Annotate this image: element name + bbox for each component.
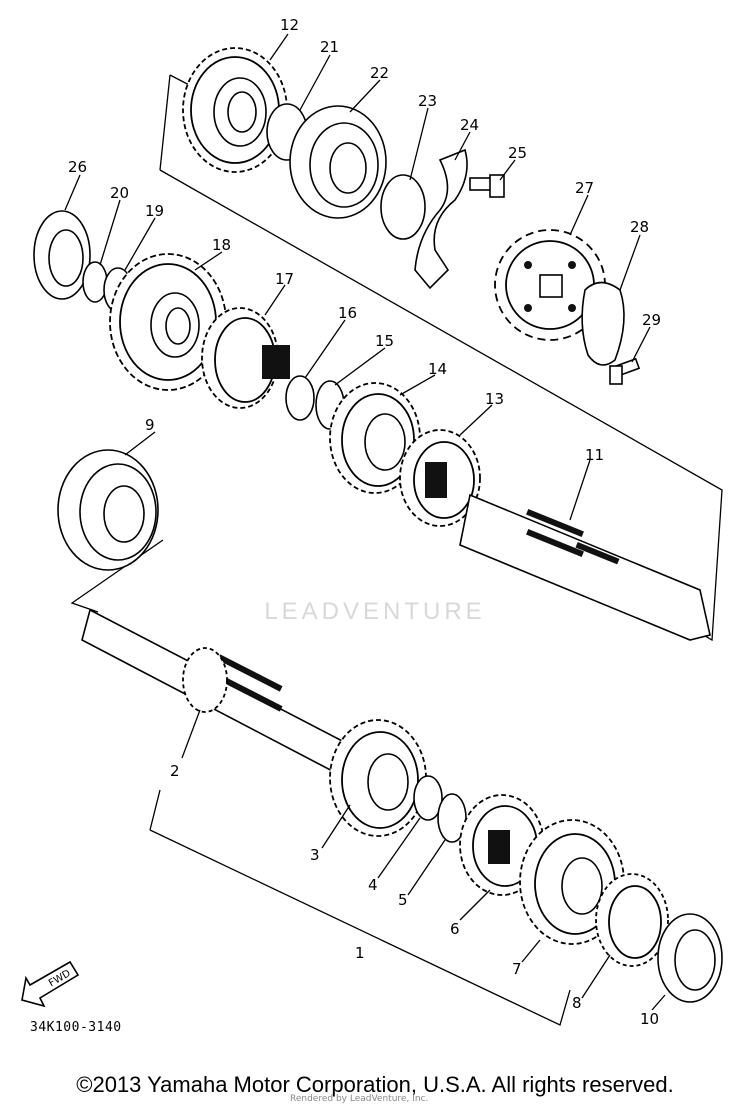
part-4-washer	[413, 775, 443, 821]
part-23-oil-seal	[380, 174, 426, 240]
part-20-washer	[82, 261, 108, 303]
callout-8: 8	[572, 994, 582, 1012]
part-11-main-axle	[459, 493, 711, 641]
watermark-small: Rendered by LeadVenture, Inc.	[290, 1094, 429, 1104]
callout-12: 12	[280, 16, 299, 34]
callout-2: 2	[170, 762, 180, 780]
watermark: LEADVENTURE	[264, 598, 486, 625]
part-24-lock-plate	[414, 148, 468, 290]
callout-26: 26	[68, 158, 87, 176]
callout-18: 18	[212, 236, 231, 254]
part-17-gear	[201, 307, 290, 409]
part-29-bolt	[609, 357, 641, 385]
part-2-drive-axle	[81, 608, 351, 777]
fwd-arrow-icon: FWD	[21, 960, 80, 1008]
part-10-bearing	[657, 913, 723, 1003]
callout-25: 25	[508, 144, 527, 162]
callout-23: 23	[418, 92, 437, 110]
copyright: ©2013 Yamaha Motor Corporation, U.S.A. A…	[76, 1072, 674, 1097]
part-code: 34K100-3140	[30, 1020, 122, 1035]
callout-1: 1	[355, 944, 365, 962]
callout-3: 3	[310, 846, 320, 864]
part-13-gear	[399, 429, 481, 527]
part-8-gear	[595, 873, 669, 967]
callout-7: 7	[512, 960, 522, 978]
part-25-bolt	[469, 174, 505, 198]
callout-10: 10	[640, 1010, 659, 1028]
part-16-washer	[285, 375, 315, 421]
part-27-drive-sprocket	[494, 229, 606, 341]
callout-22: 22	[370, 64, 389, 82]
callout-4: 4	[368, 876, 378, 894]
part-12-gear	[182, 47, 288, 173]
callout-11: 11	[585, 446, 604, 464]
callout-20: 20	[110, 184, 129, 202]
leader-lines	[64, 33, 666, 1011]
part-9-bearing	[57, 449, 159, 571]
callout-21: 21	[320, 38, 339, 56]
callout-27: 27	[575, 179, 594, 197]
part-3-gear	[329, 719, 427, 837]
callout-labels: 1 2 3 4 5 6 7 8 9 10 11 12 13 14 15 16 1…	[68, 16, 661, 1028]
callout-9: 9	[145, 416, 155, 434]
callout-19: 19	[145, 202, 164, 220]
part-28-lock-washer	[581, 281, 625, 366]
callout-16: 16	[338, 304, 357, 322]
callout-14: 14	[428, 360, 447, 378]
part-22-bearing	[289, 105, 387, 219]
callout-15: 15	[375, 332, 394, 350]
part-14-gear	[329, 382, 421, 494]
callout-17: 17	[275, 270, 294, 288]
callout-6: 6	[450, 920, 460, 938]
callout-24: 24	[460, 116, 479, 134]
callout-29: 29	[642, 311, 661, 329]
part-26-bearing	[33, 210, 91, 300]
callout-13: 13	[485, 390, 504, 408]
callout-5: 5	[398, 891, 408, 909]
callout-28: 28	[630, 218, 649, 236]
